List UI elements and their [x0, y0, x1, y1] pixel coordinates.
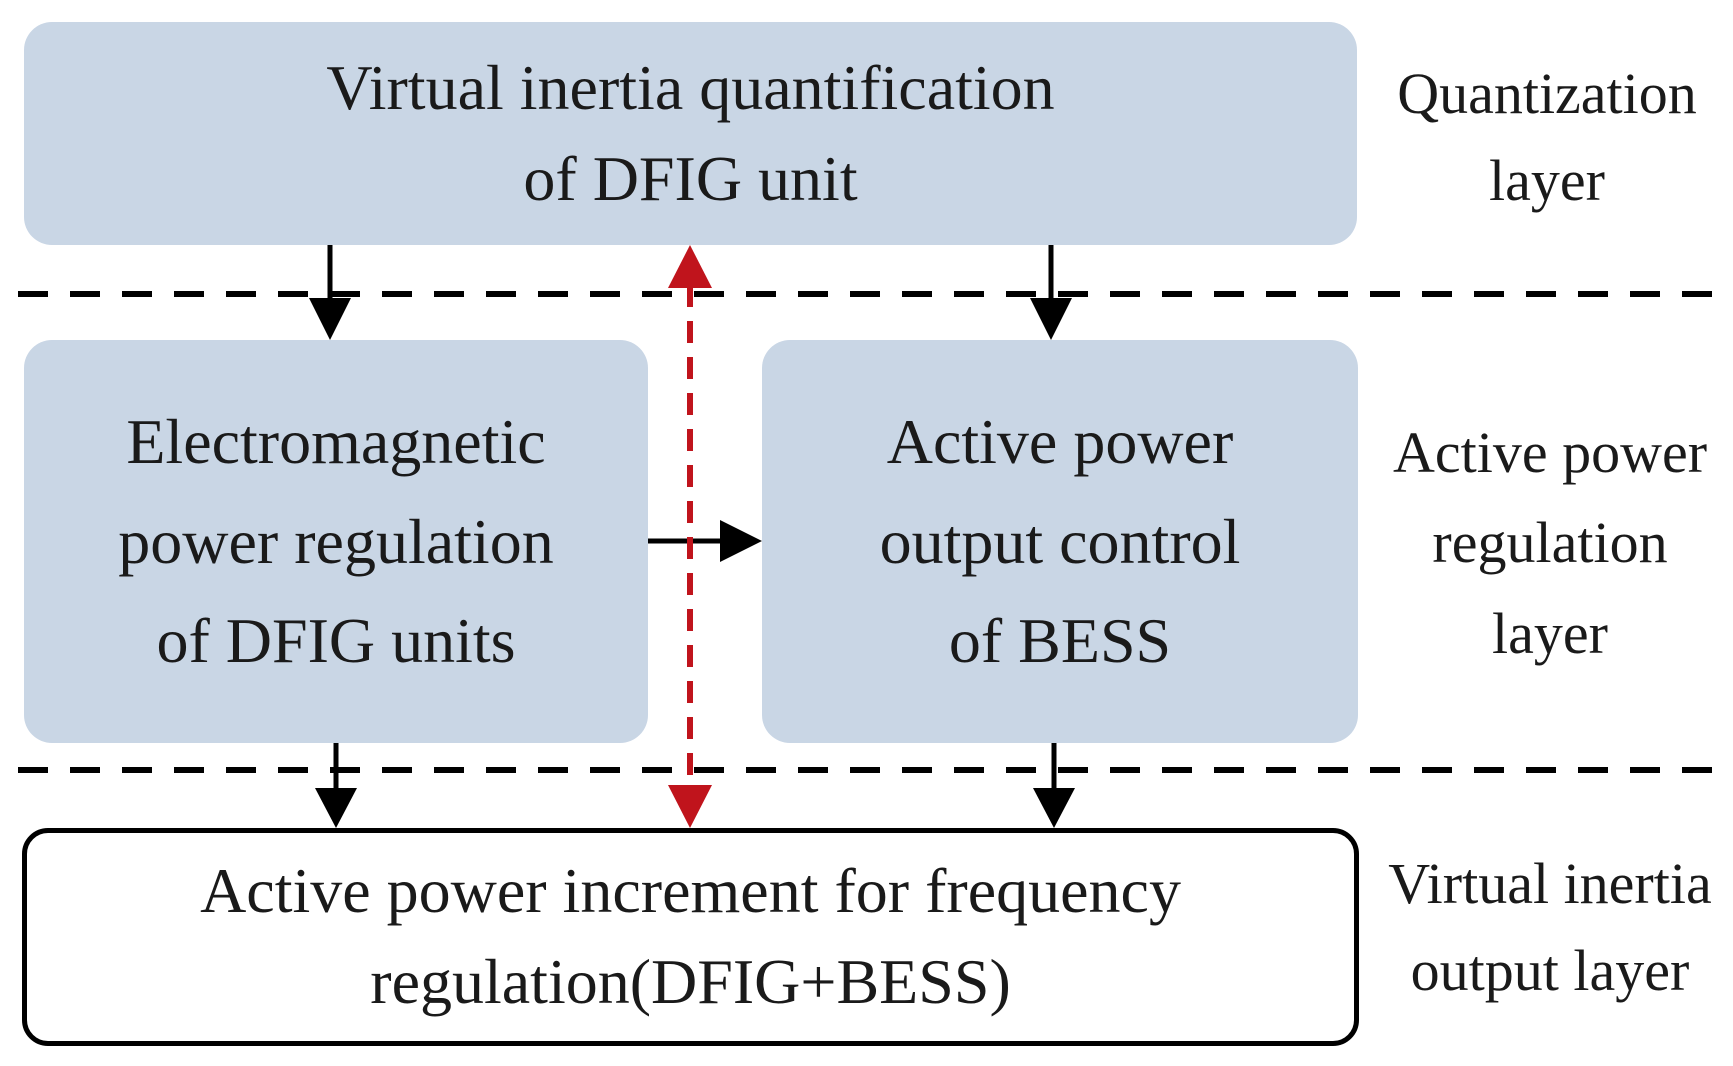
- quantization-layer-label: Quantization layer: [1397, 61, 1697, 213]
- arrow-right-to-bottom-head: [1033, 788, 1075, 828]
- arrow-top-to-right-head: [1030, 298, 1072, 340]
- active-power-regulation-layer-label: Active power regulation layer: [1392, 420, 1708, 666]
- virtual-inertia-quantification-text: Virtual inertia quantification of DFIG u…: [326, 51, 1055, 214]
- active-power-increment-text: Active power increment for frequency reg…: [200, 855, 1181, 1017]
- dfig-power-regulation-text: Electromagnetic power regulation of DFIG…: [118, 405, 554, 677]
- bidirectional-arrow-head-up: [668, 245, 712, 288]
- dfig-power-regulation-box: Electromagnetic power regulation of DFIG…: [24, 340, 648, 743]
- bess-output-control-box: Active power output control of BESS: [762, 340, 1358, 743]
- arrow-left-to-right-head: [720, 520, 762, 562]
- virtual-inertia-quantification-box: Virtual inertia quantification of DFIG u…: [24, 22, 1357, 245]
- bess-output-control-text: Active power output control of BESS: [879, 405, 1241, 677]
- bidirectional-arrow-head-down: [668, 785, 712, 828]
- active-power-increment-box: Active power increment for frequency reg…: [22, 828, 1359, 1046]
- arrow-left-to-bottom-head: [315, 788, 357, 828]
- virtual-inertia-output-layer-label: Virtual inertia output layer: [1388, 851, 1712, 1003]
- arrow-top-to-left-head: [309, 298, 351, 340]
